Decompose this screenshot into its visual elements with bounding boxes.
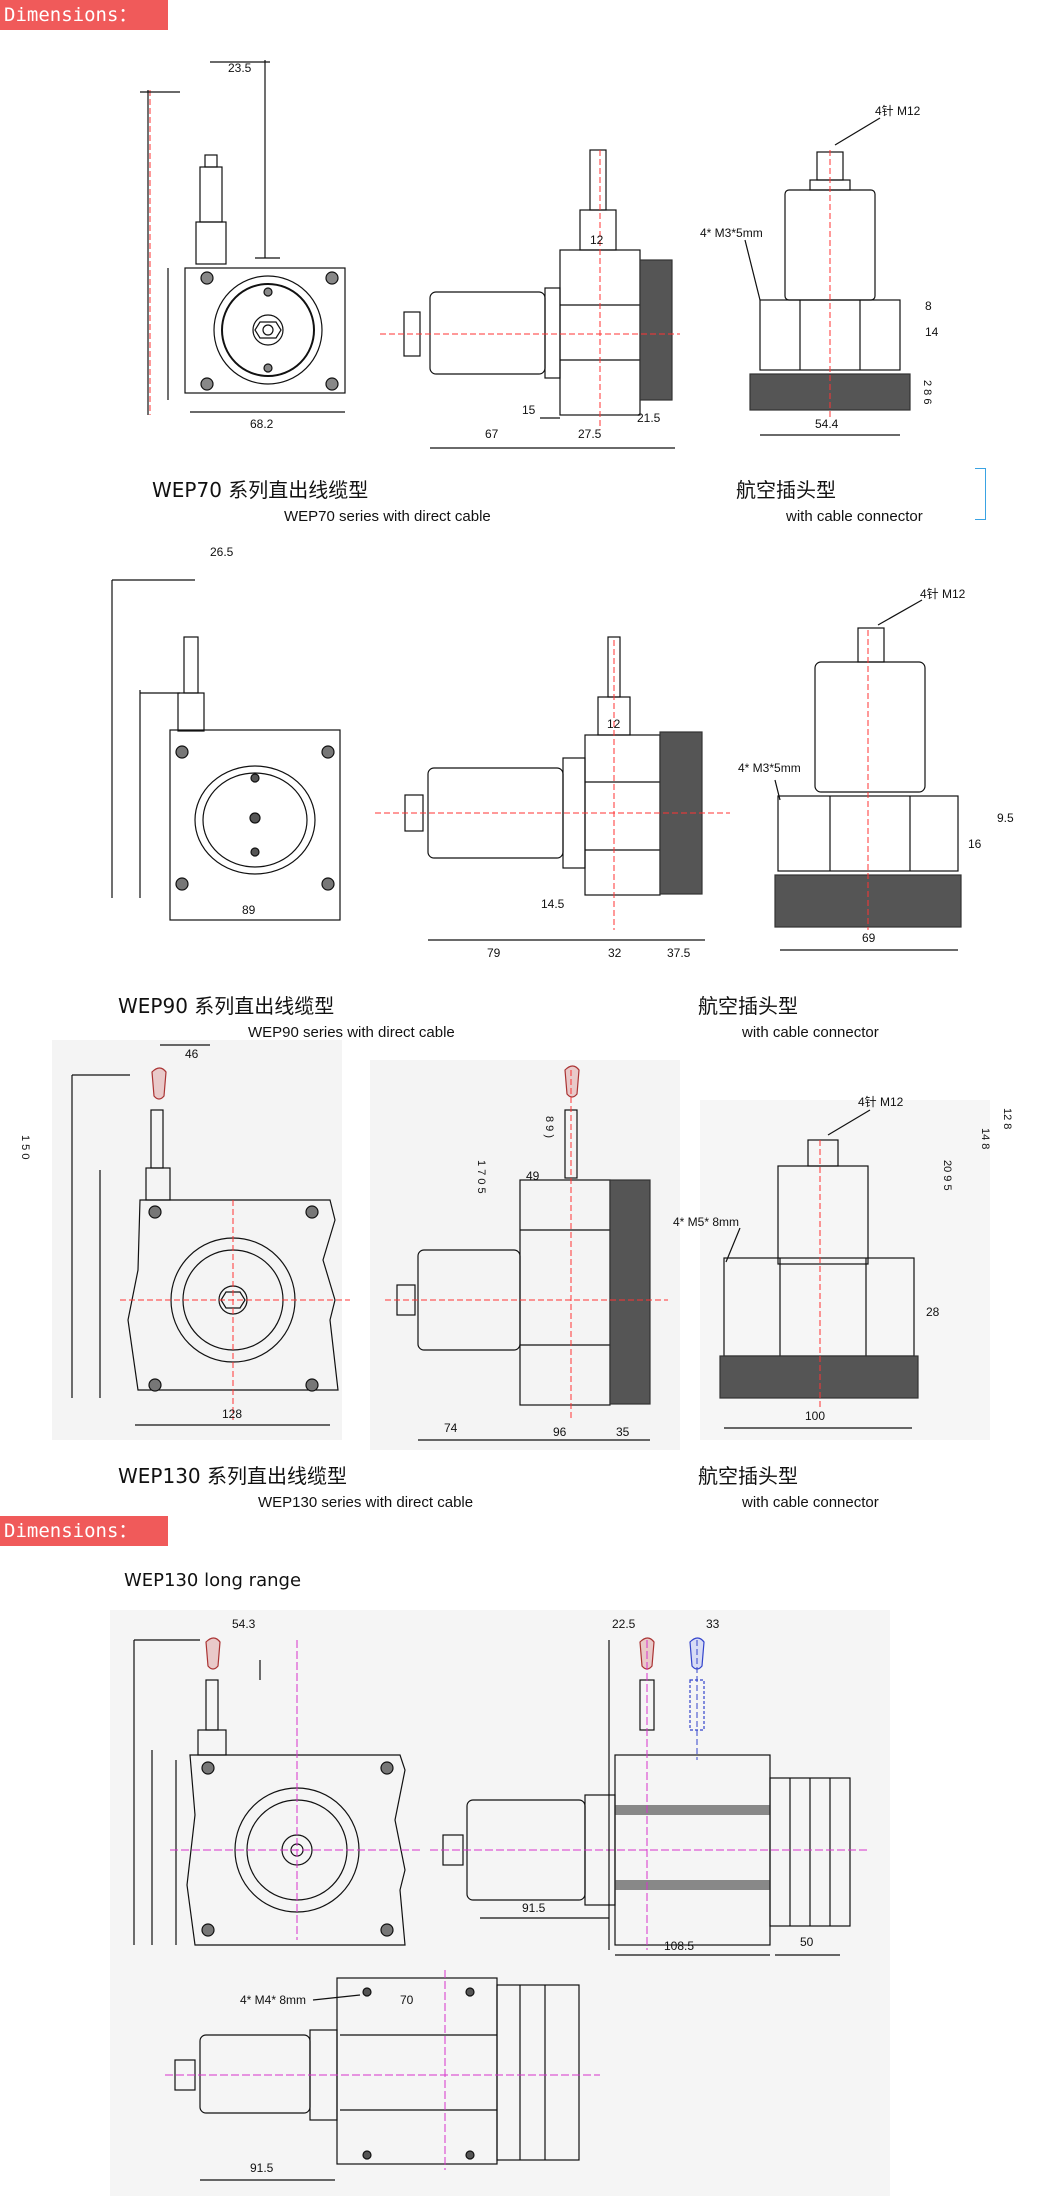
wep130-dim-28: 28 bbox=[926, 1305, 940, 1319]
wep90-dim-top: 26.5 bbox=[210, 545, 234, 559]
long-range-dim-915: 91.5 bbox=[522, 1901, 546, 1915]
wep70-dim-a: 15 bbox=[522, 403, 536, 417]
wep70-connector-en: with cable connector bbox=[786, 508, 923, 525]
wep70-dim-top: 23.5 bbox=[228, 61, 252, 75]
wep70-dim-small: 2 8 6 bbox=[921, 380, 933, 404]
wep130-dim-left-vert: 1 5 0 bbox=[19, 1135, 31, 1159]
wep90-dim-shaft: 12 bbox=[607, 717, 621, 731]
wep90-conn-width: 69 bbox=[862, 931, 876, 945]
wep130-screw-label: 4* M5* 8mm bbox=[673, 1215, 739, 1229]
long-range-bottom-screw: 4* M4* 8mm bbox=[240, 1993, 306, 2007]
wep130-dim-b: 96 bbox=[553, 1425, 567, 1439]
wep90-dim-small: 14.5 bbox=[541, 897, 565, 911]
wep130-caption-en: WEP130 series with direct cable bbox=[258, 1494, 474, 1511]
wep130-dim-side-vert1: 1 7 0 5 bbox=[475, 1160, 487, 1194]
wep90-connector-en: with cable connector bbox=[742, 1024, 879, 1041]
wep70-dim-c: 21.5 bbox=[637, 411, 661, 425]
wep130-connector-cn: 航空插头型 bbox=[698, 1464, 798, 1488]
wep70-dim-14: 14 bbox=[925, 325, 939, 339]
wep90-caption-en: WEP90 series with direct cable bbox=[248, 1024, 455, 1041]
long-range-bottom-915: 91.5 bbox=[250, 2161, 274, 2175]
wep90-dim-width: 89 bbox=[242, 903, 256, 917]
wep90-drawings: 26.5 89 12 14.5 79 32 37.5 4针 M12 4* M3*… bbox=[111, 545, 1014, 960]
wep130-dim-right-b: 14 8 bbox=[979, 1128, 991, 1149]
wep90-dim-b: 32 bbox=[608, 946, 622, 960]
wep130-conn-width: 100 bbox=[805, 1409, 825, 1423]
wep90-dim-95: 9.5 bbox=[997, 811, 1014, 825]
long-range-dim-top: 54.3 bbox=[232, 1617, 256, 1631]
wep130-caption-cn: WEP130 系列直出线缆型 bbox=[118, 1464, 348, 1488]
wep130-dim-right-c: 12 8 bbox=[1001, 1108, 1013, 1129]
long-range-title: WEP130 long range bbox=[124, 1570, 302, 1591]
wep70-connector-cn: 航空插头型 bbox=[736, 478, 836, 502]
wep70-dim-body: 67 bbox=[485, 427, 499, 441]
wep70-dim-8: 8 bbox=[925, 299, 932, 313]
wep70-caption-cn: WEP70 系列直出线缆型 bbox=[152, 478, 369, 502]
blue-bracket bbox=[975, 468, 986, 520]
wep90-connector-cn: 航空插头型 bbox=[698, 994, 798, 1018]
dimensions-banner: Dimensions： bbox=[0, 0, 168, 30]
wep130-dim-right-a: 20 9 5 bbox=[941, 1160, 953, 1191]
long-range-bottom-70: 70 bbox=[400, 1993, 414, 2007]
wep130-conn-label: 4针 M12 bbox=[858, 1094, 904, 1109]
wep130-dim-c: 35 bbox=[616, 1425, 630, 1439]
wep130-dim-49: 49 bbox=[526, 1169, 540, 1183]
wep70-screw-label: 4* M3*5mm bbox=[700, 226, 763, 240]
wep70-dim-b: 27.5 bbox=[578, 427, 602, 441]
wep130-dim-body: 74 bbox=[444, 1421, 458, 1435]
wep70-caption-en: WEP70 series with direct cable bbox=[284, 508, 491, 525]
wep70-conn-label: 4针 M12 bbox=[875, 103, 921, 118]
dimensions-banner-2: Dimensions： bbox=[0, 1516, 168, 1546]
long-range-drawings: 54.3 22.5 33 91.5 108.5 50 4* M4* 8mm 70… bbox=[110, 1610, 890, 2196]
wep70-dim-shaft: 12 bbox=[590, 233, 604, 247]
long-range-dim-225: 22.5 bbox=[612, 1617, 636, 1631]
long-range-dim-1085: 108.5 bbox=[664, 1939, 694, 1953]
wep70-conn-width: 54.4 bbox=[815, 417, 839, 431]
wep90-screw-label: 4* M3*5mm bbox=[738, 761, 801, 775]
long-range-dim-50: 50 bbox=[800, 1935, 814, 1949]
wep130-dim-width: 128 bbox=[222, 1407, 242, 1421]
wep130-drawings: 46 128 1 5 0 1 7 0 5 49 8 9 ) 74 96 35 4… bbox=[19, 1040, 1013, 1450]
wep90-dim-c: 37.5 bbox=[667, 946, 691, 960]
wep90-dim-body: 79 bbox=[487, 946, 501, 960]
long-range-dim-33: 33 bbox=[706, 1617, 720, 1631]
wep70-drawings: 23.5 68.2 12 67 15 27.5 21.5 4针 M12 4* M… bbox=[140, 60, 939, 449]
wep70-dim-width: 68.2 bbox=[250, 417, 274, 431]
wep90-dim-16: 16 bbox=[968, 837, 982, 851]
wep90-conn-label: 4针 M12 bbox=[920, 586, 966, 601]
wep130-connector-en: with cable connector bbox=[742, 1494, 879, 1511]
wep130-dim-top: 46 bbox=[185, 1047, 199, 1061]
wep130-dim-side-vert2: 8 9 ) bbox=[543, 1116, 555, 1138]
wep90-caption-cn: WEP90 系列直出线缆型 bbox=[118, 994, 335, 1018]
